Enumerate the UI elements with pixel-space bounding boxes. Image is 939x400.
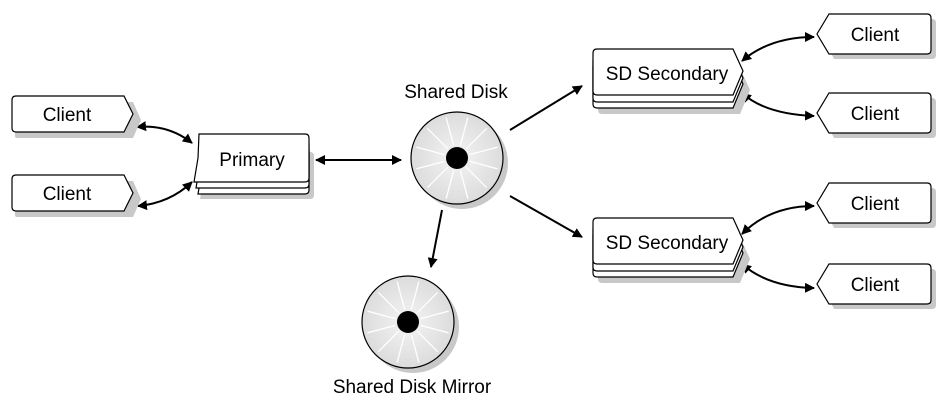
disk-spoke (426, 166, 449, 189)
edge-sd-bottom-client-4 (741, 263, 815, 293)
disk-spoke (367, 324, 396, 334)
disk-spoke (420, 324, 449, 334)
client-node-right-1: Client (816, 13, 936, 59)
edge-shared-disk-mirror (427, 209, 443, 268)
disk-spoke (396, 334, 406, 363)
client-label: Client (851, 194, 900, 215)
shared-disk-mirror-label: Shared Disk Mirror (333, 377, 492, 398)
disk-spoke (459, 117, 469, 146)
shared-disk-icon (410, 111, 508, 209)
client-node-right-2: Client (816, 92, 936, 138)
disk-spoke (426, 127, 449, 150)
disk-spoke (377, 330, 400, 353)
edge-shared-disk-sd-secondary-bottom (509, 195, 583, 238)
connections (136, 32, 815, 293)
shared-disk-mirror-icon (361, 275, 459, 373)
client-node-left-top: Client (11, 95, 141, 138)
client-label: Client (851, 275, 900, 296)
primary-node: Primary (193, 133, 314, 199)
client-label: Client (43, 184, 92, 205)
disk-spoke (416, 291, 439, 314)
client-node-right-3: Client (816, 182, 936, 228)
edge-sd-top-client-2 (741, 92, 815, 121)
disk-spoke (396, 281, 406, 310)
sd-secondary-label: SD Secondary (606, 233, 729, 254)
disk-spoke (465, 166, 488, 189)
disk-spoke (420, 310, 449, 320)
disk-spoke (459, 170, 469, 199)
disk-spoke (410, 334, 420, 363)
disk-spoke (469, 160, 498, 170)
edge-sd-top-client-1 (741, 32, 815, 62)
edge-shared-disk-sd-secondary-top (509, 85, 583, 131)
disk-spoke (469, 146, 498, 156)
disk-spoke (416, 160, 445, 170)
shared-disk-label: Shared Disk (404, 82, 508, 103)
disk-spoke (465, 127, 488, 150)
client-label: Client (43, 105, 92, 126)
sd-secondary-node-top: SD Secondary (592, 48, 750, 114)
disk-spoke (410, 281, 420, 310)
sd-secondary-node-bottom: SD Secondary (592, 217, 750, 283)
edge-client-left-bottom-primary (137, 181, 193, 211)
disk-spoke (416, 146, 445, 156)
client-node-right-4: Client (816, 263, 936, 309)
disk-spoke (367, 310, 396, 320)
sd-secondary-label: SD Secondary (606, 64, 729, 85)
disk-spoke (445, 117, 455, 146)
client-label: Client (851, 25, 900, 46)
disk-spoke (416, 330, 439, 353)
primary-label: Primary (219, 150, 285, 171)
edge-sd-bottom-client-3 (741, 201, 815, 235)
client-node-left-bottom: Client (11, 174, 141, 217)
client-label: Client (851, 104, 900, 125)
edge-client-left-top-primary (136, 121, 193, 144)
disk-spoke (445, 170, 455, 199)
disk-spoke (377, 291, 400, 314)
